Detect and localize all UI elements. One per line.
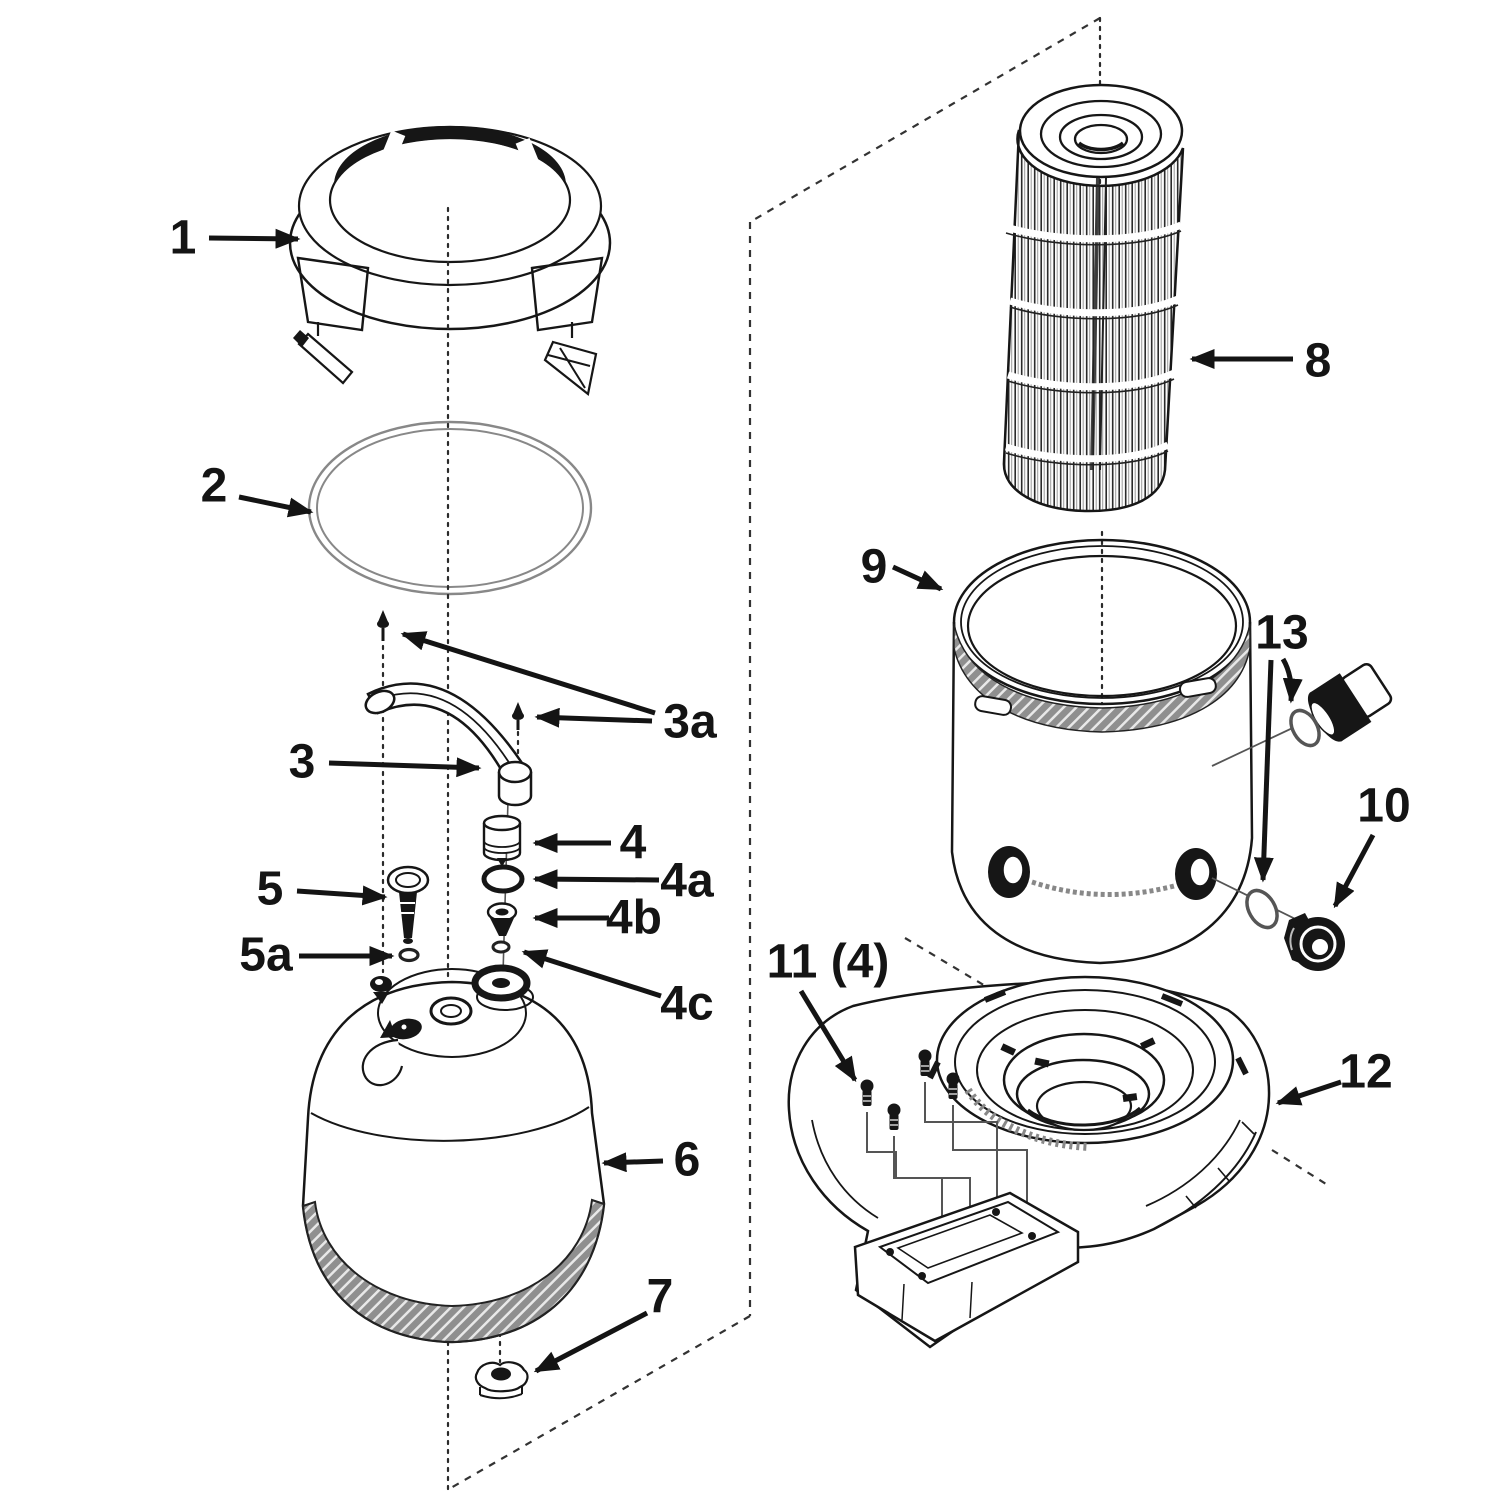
callout-11: 11 (4) [767, 936, 890, 1083]
tank-collar-band [953, 623, 1251, 733]
base-screws [860, 1049, 960, 1130]
callout-9-label: 9 [861, 541, 888, 594]
callout-10-label: 10 [1357, 780, 1410, 833]
callout-7: 7 [533, 1271, 674, 1374]
callout-4-label: 4 [620, 817, 647, 870]
callout-11-label: 11 (4) [767, 936, 890, 989]
hose-adapter-fitting [1307, 662, 1393, 742]
callout-3-label: 3 [289, 736, 316, 789]
callout-8: 8 [1189, 335, 1332, 388]
callout-4a: 4a [532, 855, 714, 908]
callout-2: 2 [201, 460, 314, 518]
part-handle [364, 682, 533, 807]
right-latch [543, 340, 598, 396]
o-ring-lower [1245, 888, 1279, 930]
callout-5a-label: 5a [239, 929, 293, 982]
lid-rib-band [301, 1198, 606, 1344]
callout-4c-label: 4c [660, 978, 713, 1031]
callout-10: 10 [1332, 780, 1411, 909]
callout-12-label: 12 [1339, 1046, 1392, 1099]
o-ring-4a [481, 864, 525, 894]
base-mounting-pad [853, 1191, 1080, 1343]
part-valve-cap-stack [481, 814, 525, 954]
callout-9: 9 [861, 541, 944, 594]
callout-3: 3 [289, 736, 482, 789]
callout-4c: 4c [521, 949, 714, 1031]
o-ring-upper [1289, 708, 1321, 748]
callout-2-label: 2 [201, 460, 228, 513]
part-filter-cartridge [1002, 83, 1185, 513]
callout-4: 4 [532, 817, 647, 870]
callout-6-label: 6 [674, 1134, 701, 1187]
lid-wing-knob [390, 1018, 422, 1040]
callout-13-label: 13 [1255, 607, 1308, 660]
part-filter-base [787, 975, 1271, 1349]
part-fittings [1211, 662, 1393, 971]
callout-5a: 5a [239, 929, 395, 982]
callout-6: 6 [601, 1134, 701, 1187]
callout-12: 12 [1275, 1046, 1393, 1106]
callout-5: 5 [257, 863, 388, 916]
part-handle-screws [377, 610, 524, 730]
callout-4b: 4b [532, 892, 662, 945]
callout-1: 1 [170, 212, 301, 265]
part-tank-o-ring [307, 420, 593, 596]
callout-5-label: 5 [257, 863, 284, 916]
part-lock-ring [288, 125, 612, 396]
part-wing-nut [474, 1361, 529, 1400]
callout-8-label: 8 [1305, 335, 1332, 388]
callout-3a: 3a [400, 631, 717, 749]
part-tank-lid [301, 964, 606, 1344]
fold-plane-lines [448, 17, 1101, 1490]
callout-4a-label: 4a [660, 855, 714, 908]
callout-3a-label: 3a [663, 696, 717, 749]
o-ring-4c [491, 940, 511, 954]
part-plug [386, 865, 430, 963]
callouts: 1 2 3 3a 4 4a 4b 4c [170, 212, 1411, 1374]
callout-7-label: 7 [647, 1271, 674, 1324]
callout-13: 13 [1253, 607, 1309, 883]
part-tank-body [950, 538, 1254, 965]
o-ring-5a [398, 947, 420, 963]
callout-4b-label: 4b [606, 892, 662, 945]
left-latch [297, 332, 354, 385]
threaded-fitting-10 [1284, 913, 1345, 971]
callout-1-label: 1 [170, 212, 197, 265]
